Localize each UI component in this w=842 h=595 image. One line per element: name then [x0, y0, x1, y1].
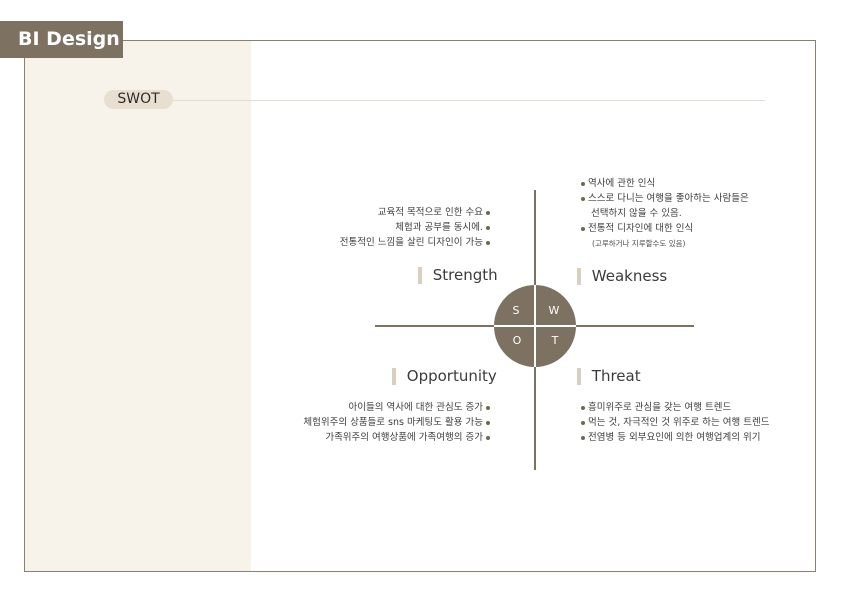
weakness-title-label: Weakness: [591, 267, 668, 285]
weakness-note: (고루하거나 지루할수도 있음): [592, 239, 686, 248]
strength-title-label: Strength: [432, 266, 498, 284]
header-tag: BI Design: [0, 21, 123, 58]
opportunity-title: Opportunity: [392, 367, 497, 385]
strength-title-bar: [418, 267, 422, 284]
weakness-item-1: 역사에 관한 인식: [581, 176, 655, 191]
threat-item-2: 먹는 것, 자극적인 것 위주로 하는 여행 트렌드: [581, 415, 770, 430]
opportunity-title-label: Opportunity: [406, 367, 497, 385]
strength-title: Strength: [418, 266, 498, 284]
weakness-item-3: 전통적 디자인에 대한 인식: [581, 221, 693, 236]
threat-title-label: Threat: [591, 367, 641, 385]
threat-title-bar: [577, 368, 581, 385]
opportunity-item-2: 체험위주의 상품들로 sns 마케팅도 활용 가능: [303, 415, 490, 430]
letter-s: S: [512, 304, 520, 317]
weakness-item-2: 스스로 다니는 여행을 좋아하는 사람들은: [581, 191, 749, 206]
opportunity-item-3: 가족위주의 여행상품에 가족여행의 증가: [325, 430, 490, 445]
threat-item-3: 전염병 등 외부요인에 의한 여행업계의 위기: [581, 430, 760, 445]
strength-item-1: 교육적 목적으로 인한 수요: [378, 205, 490, 220]
opportunity-item-1: 아이들의 역사에 대한 관심도 증가: [349, 400, 490, 415]
section-divider: [173, 100, 765, 101]
threat-title: Threat: [577, 367, 641, 385]
left-panel: [25, 41, 251, 571]
threat-item-1: 흥미위주로 관심을 갖는 여행 트렌드: [581, 400, 731, 415]
opportunity-title-bar: [392, 368, 396, 385]
letter-o: O: [512, 334, 522, 347]
letter-t: T: [551, 334, 559, 347]
strength-item-2: 체험과 공부를 동시에.: [395, 220, 490, 235]
weakness-title-bar: [577, 268, 581, 285]
letter-w: W: [548, 304, 560, 317]
page-frame: [24, 40, 816, 572]
weakness-item-2-cont: 선택하지 않을 수 있음.: [591, 208, 682, 219]
strength-item-3: 전통적인 느낌을 살린 디자인이 가능: [340, 235, 490, 250]
section-title: SWOT: [104, 90, 173, 109]
weakness-title: Weakness: [577, 267, 667, 285]
circle-divider-horizontal: [494, 325, 576, 327]
